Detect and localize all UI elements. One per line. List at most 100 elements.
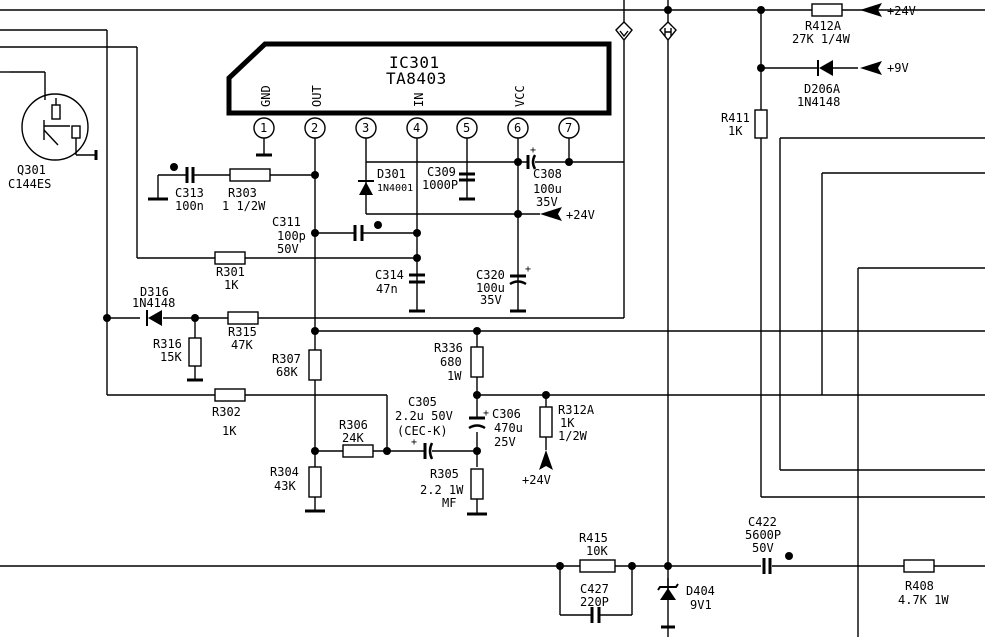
r304-val: 43K: [274, 479, 296, 493]
d301-ref: D301: [377, 167, 406, 181]
pin-name-in: IN: [412, 93, 426, 107]
c311-rating: 50V: [277, 242, 299, 256]
pin-name-out: OUT: [310, 85, 324, 107]
r301-val: 1K: [224, 278, 239, 292]
c305-note: (CEC-K): [397, 424, 448, 438]
c313-ref: C313: [175, 186, 204, 200]
q301-ref: Q301: [17, 163, 46, 177]
r306-symbol: [342, 444, 374, 458]
c311-ref: C311: [272, 215, 301, 229]
plus24-label-2: +24V: [522, 473, 551, 487]
ic301-body: IC301 TA8403 GND OUT IN VCC: [226, 41, 612, 116]
r316-val: 15K: [160, 350, 182, 364]
r305-ref: R305: [430, 467, 459, 481]
r336-ref: R336: [434, 341, 463, 355]
plus24-arrow-3: [860, 3, 882, 17]
r312a-rating: 1/2W: [558, 429, 588, 443]
c306-ref: C306: [492, 407, 521, 421]
r408-ref: R408: [905, 579, 934, 593]
c320-symbol: +: [509, 264, 531, 286]
q301-transistor-symbol: [10, 71, 98, 161]
r408-val: 4.7K 1W: [898, 593, 949, 607]
pin-3-num: 3: [362, 121, 369, 135]
r415-ref: R415: [579, 531, 608, 545]
c308-rating: 35V: [536, 195, 558, 209]
c308-ref: C308: [533, 167, 562, 181]
ic-part: TA8403: [386, 69, 447, 88]
r307-symbol: [308, 349, 322, 381]
r412a-symbol: [811, 3, 843, 17]
c306-symbol: +: [468, 408, 489, 430]
r305-note: MF: [442, 496, 456, 510]
r315-ref: R315: [228, 325, 257, 339]
d301-symbol: [358, 180, 374, 195]
c314-ref: C314: [375, 268, 404, 282]
plus24-arrow-1: [540, 207, 562, 221]
r306-val: 24K: [342, 431, 364, 445]
connector-h: [659, 0, 677, 42]
ic-ref: IC301: [389, 53, 440, 72]
r301-ref: R301: [216, 265, 245, 279]
c422-ref: C422: [748, 515, 777, 529]
svg-text:+: +: [530, 145, 536, 156]
r305-val: 2.2 1W: [420, 483, 464, 497]
pin-name-vcc: VCC: [513, 85, 527, 107]
q301-val: C144ES: [8, 177, 51, 191]
d206a-symbol: [817, 60, 833, 76]
d316-val: 1N4148: [132, 296, 175, 310]
r316-symbol: [188, 337, 202, 367]
c311-symbol: [353, 225, 364, 241]
d316-symbol: [146, 310, 162, 326]
r305-symbol: [470, 468, 484, 500]
c427-symbol: [590, 607, 601, 623]
c427-val: 220P: [580, 595, 609, 609]
r312a-ref: R312A: [558, 403, 595, 417]
r302-val: 1K: [222, 424, 237, 438]
r304-ref: R304: [270, 465, 299, 479]
c311-val: 100p: [277, 229, 306, 243]
c308-symbol: +: [526, 145, 537, 170]
r336-symbol: [470, 346, 484, 378]
c314-val: 47n: [376, 282, 398, 296]
d301-val: 1N4001: [377, 183, 413, 194]
r303-symbol: [229, 168, 271, 182]
r302-symbol: [214, 388, 246, 402]
c422-val: 5600P: [745, 528, 781, 542]
r411-ref: R411: [721, 111, 750, 125]
d316-ref: D316: [140, 285, 169, 299]
c422-rating: 50V: [752, 541, 774, 555]
c305-symbol: +: [411, 437, 434, 460]
r312a-val: 1K: [560, 416, 575, 430]
plus9-arrow: [860, 61, 882, 75]
pin-2-num: 2: [311, 121, 318, 135]
connector-v: [615, 0, 633, 42]
c320-val: 100u: [476, 281, 505, 295]
r411-val: 1K: [728, 124, 743, 138]
plus24-label-3: +24V: [887, 4, 916, 18]
r411-symbol: [754, 109, 768, 139]
r415-val: 10K: [586, 544, 608, 558]
c308-val: 100u: [533, 182, 562, 196]
r315-val: 47K: [231, 338, 253, 352]
r408-symbol: [903, 559, 935, 573]
r316-ref: R316: [153, 337, 182, 351]
r307-ref: R307: [272, 352, 301, 366]
c305-val: 2.2u 50V: [395, 409, 453, 423]
pin-7-num: 7: [565, 121, 572, 135]
c427-ref: C427: [580, 582, 609, 596]
r312a-symbol: [539, 406, 553, 438]
svg-text:+: +: [525, 264, 531, 275]
r336-val: 680: [440, 355, 462, 369]
d404-symbol: [657, 583, 679, 629]
svg-text:+: +: [411, 437, 417, 448]
plus9-label: +9V: [887, 61, 909, 75]
r336-rating: 1W: [447, 369, 462, 383]
c314-symbol: [409, 273, 425, 284]
d404-val: 9V1: [690, 598, 712, 612]
c320-rating: 35V: [480, 293, 502, 307]
c306-rating: 25V: [494, 435, 516, 449]
pin-1-num: 1: [260, 121, 267, 135]
c313-symbol: [185, 167, 195, 183]
r412a-val: 27K 1/4W: [792, 32, 851, 46]
